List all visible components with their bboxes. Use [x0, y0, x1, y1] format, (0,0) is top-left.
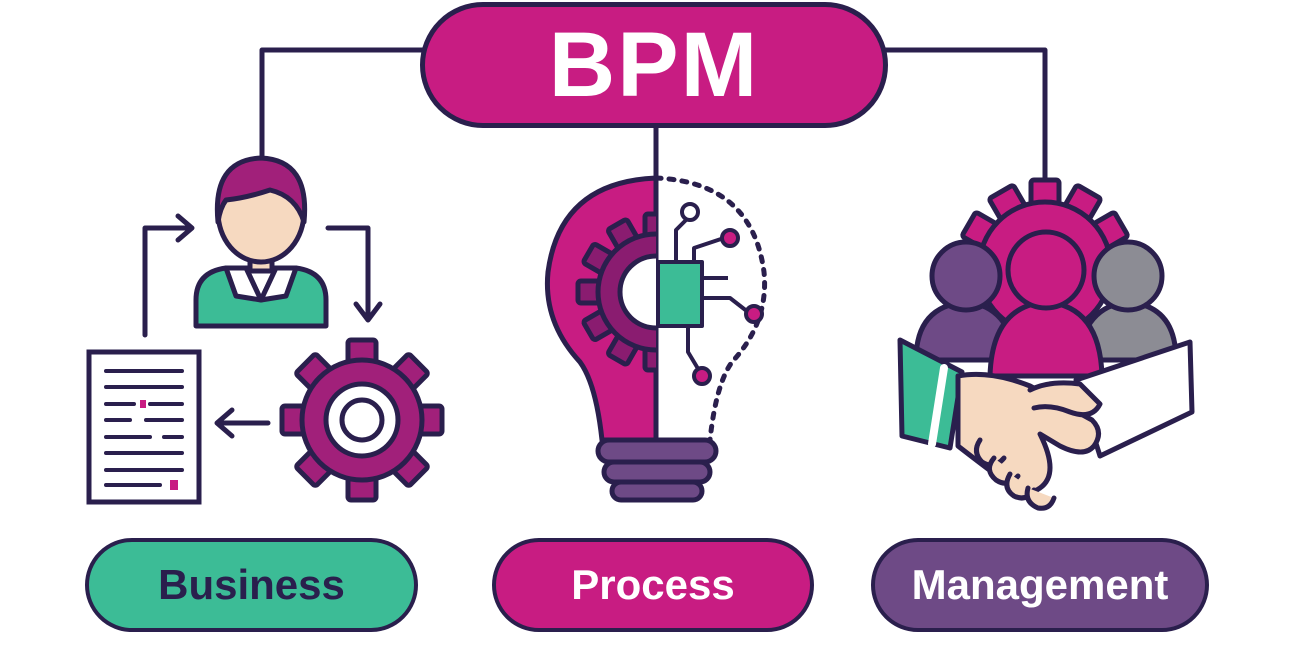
gear-icon: [279, 337, 445, 503]
process-label-text: Process: [571, 561, 735, 608]
bpm-title-pill: BPM: [420, 2, 888, 128]
connector-business: [259, 47, 425, 165]
business-label-text: Business: [158, 561, 345, 608]
team-icon: [913, 229, 1179, 379]
management-label-text: Management: [911, 561, 1169, 608]
connectors: [259, 47, 1048, 200]
bpm-title-text: BPM: [548, 13, 760, 116]
process-cluster: [544, 175, 768, 503]
process-label-pill: Process: [492, 538, 814, 632]
management-label-pill: Management: [871, 538, 1209, 632]
handshake-icon: [897, 337, 1195, 511]
business-label-pill: Business: [85, 538, 418, 632]
circuit-chip-icon: [656, 202, 764, 386]
business-cluster: [86, 155, 445, 505]
management-cluster: [897, 177, 1195, 511]
document-icon: [86, 349, 202, 505]
person-icon: [193, 155, 329, 329]
gear-icon: [575, 211, 656, 373]
connector-management: [885, 47, 1048, 200]
cycle-arrows-icon: [142, 213, 383, 439]
